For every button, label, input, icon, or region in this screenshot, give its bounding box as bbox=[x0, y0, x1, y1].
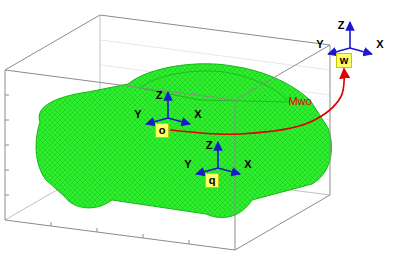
frame-name-box: q bbox=[205, 173, 220, 188]
transform-arrow bbox=[170, 69, 344, 135]
axis-label: X bbox=[244, 158, 251, 171]
axis-label: Z bbox=[206, 139, 213, 152]
axis-label: Y bbox=[134, 108, 141, 121]
axis-label: Y bbox=[316, 38, 323, 51]
axis-ticks bbox=[5, 95, 189, 244]
frame-name: w bbox=[340, 54, 349, 67]
axis-label: Z bbox=[338, 19, 345, 32]
transform-label: Mwo bbox=[288, 95, 311, 108]
axis-label: Y bbox=[184, 158, 191, 171]
axis-label: Z bbox=[156, 89, 163, 102]
frame-name: o bbox=[159, 124, 166, 137]
frame-name-box: o bbox=[155, 123, 170, 138]
frame-name: q bbox=[209, 174, 216, 187]
car-mesh bbox=[36, 64, 331, 218]
frame-name-box: w bbox=[336, 53, 353, 68]
axis-label: X bbox=[376, 38, 383, 51]
axis-label: X bbox=[194, 108, 201, 121]
frame-axes bbox=[146, 22, 372, 174]
bounding-box-front bbox=[5, 15, 330, 250]
